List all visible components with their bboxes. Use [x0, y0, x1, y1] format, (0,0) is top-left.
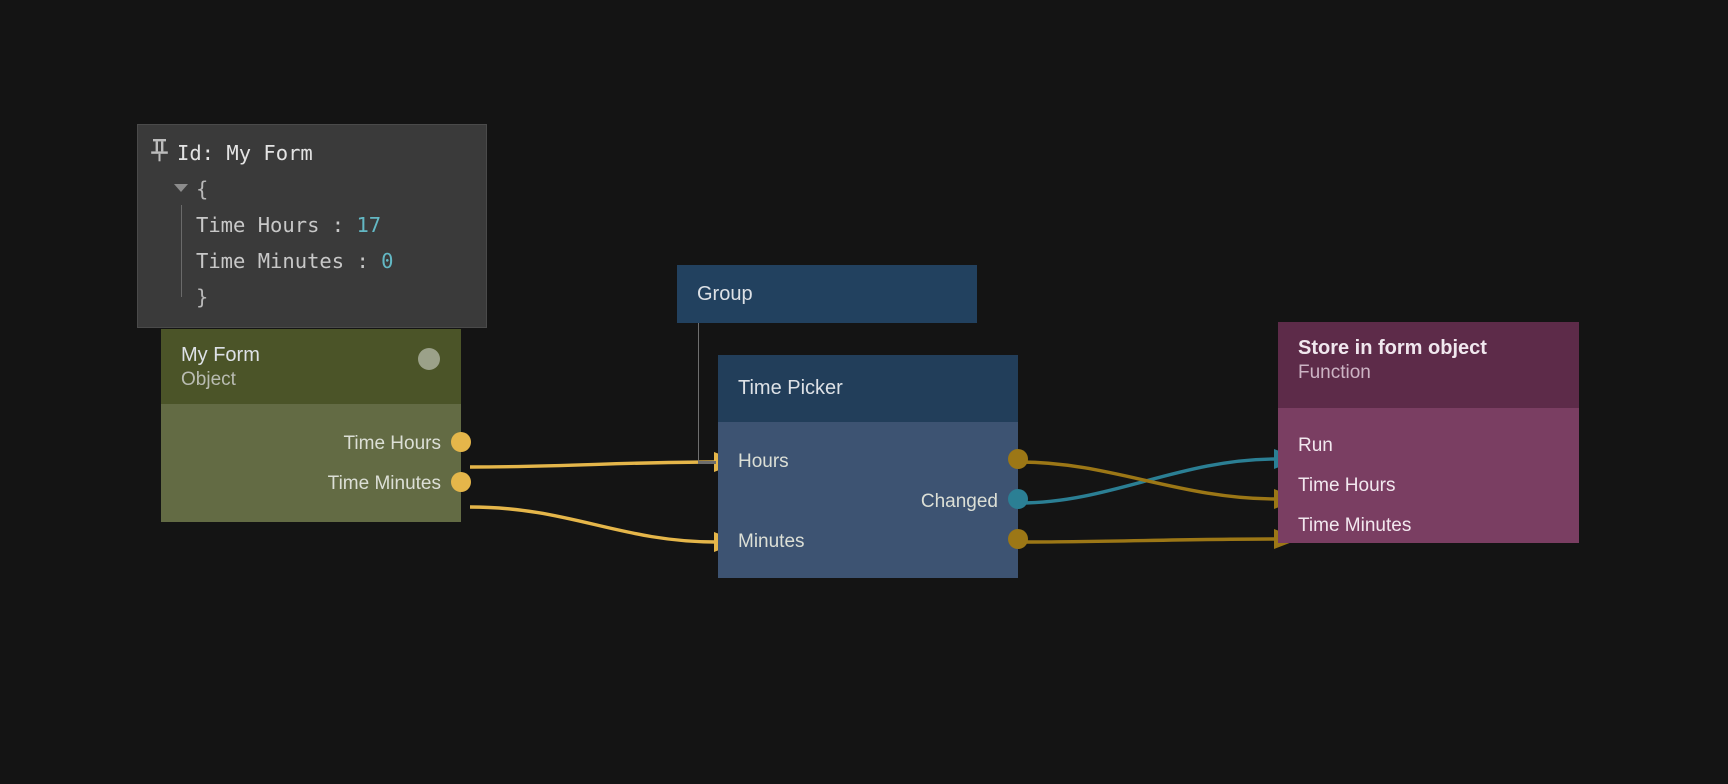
- node-group-header[interactable]: Group: [677, 265, 977, 323]
- output-port-time-minutes-dot[interactable]: [451, 472, 471, 492]
- input-port-hours-label: Hours: [738, 451, 789, 472]
- inspector-title-row: Id: My Form: [150, 135, 474, 171]
- inspector-title: Id: My Form: [177, 141, 313, 165]
- input-port-time-minutes-label: Time Minutes: [1298, 515, 1412, 536]
- output-port-time-hours-label: Time Hours: [343, 433, 441, 454]
- output-port-time-hours-dot[interactable]: [451, 432, 471, 452]
- inspector-entry: Time Hours : 17: [196, 213, 382, 238]
- node-time-picker[interactable]: Time Picker Hours Minutes Changed: [718, 355, 1028, 578]
- node-store-title: Store in form object: [1298, 337, 1487, 359]
- edge-changed-to-run: [1019, 457, 1277, 505]
- inspector-tree: { Time Hours : 17 Time Minutes : 0 }: [150, 171, 474, 315]
- node-group-title: Group: [697, 282, 753, 305]
- node-time-picker-header[interactable]: Time Picker: [718, 355, 1018, 422]
- node-store-subtitle: Function: [1298, 362, 1371, 383]
- group-connector-line: [698, 323, 699, 462]
- node-time-picker-title: Time Picker: [738, 377, 843, 399]
- node-store-header[interactable]: Store in form object Function: [1278, 322, 1579, 408]
- output-port-hours-dot[interactable]: [1008, 449, 1028, 469]
- edge-minutesout-to-timeminutes: [1019, 537, 1277, 544]
- input-port-run-label: Run: [1298, 435, 1333, 456]
- inspector-close-brace-row: }: [196, 285, 209, 310]
- node-store-body: Run Time Hours Time Minutes: [1278, 408, 1579, 543]
- node-store-in-form-object[interactable]: Store in form object Function Run Time H…: [1278, 322, 1579, 543]
- output-port-time-minutes-label: Time Minutes: [327, 473, 441, 494]
- inspector-open-brace-row: {: [196, 177, 209, 202]
- output-port-changed-label: Changed: [920, 491, 998, 512]
- edge-timehours-to-hours: [469, 460, 717, 469]
- input-port-minutes-label: Minutes: [738, 531, 805, 552]
- edge-timeminutes-to-minutes: [469, 505, 717, 544]
- node-my-form-title: My Form: [181, 344, 260, 366]
- inspector-entry: Time Minutes : 0: [196, 249, 394, 274]
- pin-icon[interactable]: [150, 137, 169, 163]
- group-connector-stub: [698, 461, 716, 464]
- status-badge[interactable]: [418, 348, 440, 370]
- inspector-panel[interactable]: Id: My Form { Time Hours : 17 Time Minut…: [137, 124, 487, 329]
- output-port-changed-dot[interactable]: [1008, 489, 1028, 509]
- node-time-picker-body: Hours Minutes Changed: [718, 422, 1028, 578]
- input-port-time-hours-label: Time Hours: [1298, 475, 1396, 496]
- edge-hoursout-to-timehours: [1019, 460, 1277, 501]
- tree-guide-line: [181, 205, 182, 298]
- node-group[interactable]: Group: [677, 265, 977, 323]
- node-my-form-body: Time Hours Time Minutes: [161, 404, 471, 522]
- node-my-form-subtitle: Object: [181, 369, 236, 390]
- output-port-minutes-dot[interactable]: [1008, 529, 1028, 549]
- node-my-form[interactable]: My Form Object Time Hours Time Minutes: [161, 329, 471, 522]
- chevron-down-icon[interactable]: [174, 184, 188, 193]
- node-my-form-header[interactable]: My Form Object: [161, 329, 461, 404]
